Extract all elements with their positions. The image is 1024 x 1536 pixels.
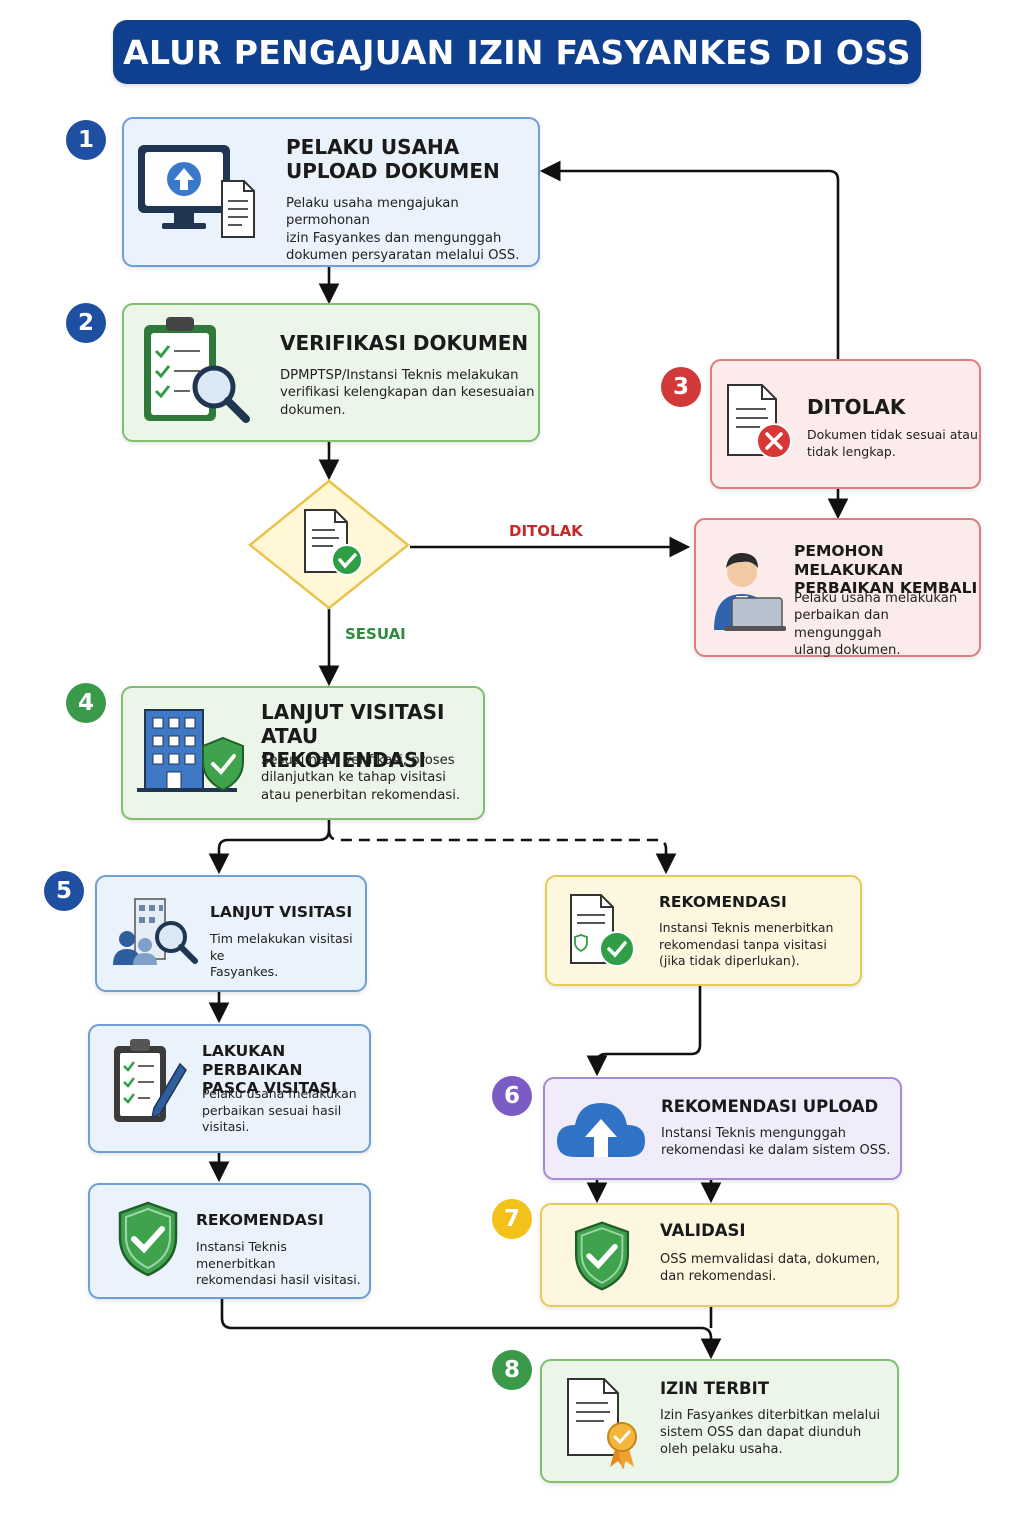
step-4-heading: LANJUT VISITASI ATAU REKOMENDASI (261, 700, 445, 772)
arrow-3-loop-to-1 (539, 160, 840, 359)
branch-4-to-rec-direct (327, 829, 677, 875)
title-banner: ALUR PENGAJUAN IZIN FASYANKES DI OSS (113, 20, 921, 84)
building-shield-icon (137, 709, 244, 792)
step-5-card: LANJUT VISITASI Tim melakukan visitasi k… (95, 875, 367, 992)
step-5-description: Tim melakukan visitasi ke Fasyankes. (210, 931, 353, 979)
step-8-card: IZIN TERBIT Izin Fasyankes diterbitkan m… (540, 1359, 899, 1483)
certificate-award-icon (567, 1378, 637, 1469)
rec-visit-heading: REKOMENDASI (196, 1211, 324, 1229)
repair-heading: PEMOHON MELAKUKAN PERBAIKAN KEMBALI (794, 542, 978, 598)
shield-check-icon (118, 1201, 178, 1277)
step-1-card: PELAKU USAHA UPLOAD DOKUMEN Pelaku usaha… (122, 117, 540, 267)
document-reject-icon (727, 384, 792, 459)
person-laptop-icon (714, 552, 786, 631)
step-4-card: LANJUT VISITASI ATAU REKOMENDASI Sesuai … (121, 686, 485, 820)
repair-description: Pelaku usaha melakukan perbaikan dan men… (794, 591, 958, 659)
step-5-badge: 5 (44, 871, 84, 911)
document-check-icon (304, 509, 363, 576)
cloud-upload-icon (557, 1103, 645, 1157)
step-1-badge: 1 (66, 120, 106, 160)
document-shield-check-icon (570, 894, 635, 967)
arrow-rec-visit-to-8 (220, 1297, 722, 1360)
step-6-description: Instansi Teknis mengunggah rekomendasi k… (661, 1126, 891, 1159)
step-3-heading: DITOLAK (807, 395, 906, 419)
step-1-heading: PELAKU USAHA UPLOAD DOKUMEN (286, 135, 500, 183)
computer-upload-icon (138, 145, 255, 238)
branch-4-to-5 (208, 818, 331, 875)
arrow-rec-direct-to-6 (586, 984, 702, 1077)
step-5-heading: LANJUT VISITASI (210, 903, 353, 921)
step-3-description: Dokumen tidak sesuai atau tidak lengkap. (807, 427, 978, 459)
post-visit-description: Pelaku usaha melakukan perbaikan sesuai … (202, 1086, 357, 1134)
step-7-card: VALIDASI OSS memvalidasi data, dokumen, … (540, 1203, 899, 1307)
step-6-heading: REKOMENDASI UPLOAD (661, 1097, 879, 1116)
clipboard-checklist-magnifier-icon (144, 317, 250, 423)
building-team-search-icon (113, 898, 198, 965)
step-8-description: Izin Fasyankes diterbitkan melalui siste… (660, 1408, 881, 1458)
rejected-label: DITOLAK (509, 522, 583, 540)
step-7-heading: VALIDASI (660, 1221, 746, 1240)
rec-visit-card: REKOMENDASI Instansi Teknis menerbitkan … (88, 1183, 371, 1299)
post-visit-card: LAKUKAN PERBAIKAN PASCA VISITASI Pelaku … (88, 1024, 371, 1153)
step-2-description: DPMPTSP/Instansi Teknis melakukan verifi… (280, 368, 535, 418)
step-8-badge: 8 (492, 1350, 532, 1390)
post-visit-heading: LAKUKAN PERBAIKAN PASCA VISITASI (202, 1042, 337, 1098)
step-6-badge: 6 (492, 1076, 532, 1116)
rec-visit-description: Instansi Teknis menerbitkan rekomendasi … (196, 1239, 361, 1287)
accepted-label: SESUAI (345, 625, 406, 643)
step-8-heading: IZIN TERBIT (660, 1379, 769, 1398)
shield-check-icon (574, 1221, 630, 1291)
page-title: ALUR PENGAJUAN IZIN FASYANKES DI OSS (123, 32, 911, 72)
rec-direct-card: REKOMENDASI Instansi Teknis menerbitkan … (545, 875, 862, 986)
rec-direct-heading: REKOMENDASI (659, 893, 787, 911)
repair-card: PEMOHON MELAKUKAN PERBAIKAN KEMBALI Pela… (694, 518, 981, 659)
step-3-card: DITOLAK Dokumen tidak sesuai atau tidak … (710, 359, 981, 489)
step-7-badge: 7 (492, 1199, 532, 1239)
step-7-description: OSS memvalidasi data, dokumen, dan rekom… (660, 1252, 880, 1285)
step-1-description: Pelaku usaha mengajukan permohonan izin … (286, 196, 520, 264)
step-2-badge: 2 (66, 303, 106, 343)
step-4-badge: 4 (66, 683, 106, 723)
step-4-description: Sesuai hasil verifikasi, proses dilanjut… (261, 753, 461, 803)
step-2-card: VERIFIKASI DOKUMEN DPMPTSP/Instansi Tekn… (122, 303, 540, 442)
rec-direct-description: Instansi Teknis menerbitkan rekomendasi … (659, 920, 834, 968)
step-6-card: REKOMENDASI UPLOAD Instansi Teknis mengu… (543, 1077, 902, 1180)
step-3-badge: 3 (661, 367, 701, 407)
step-2-heading: VERIFIKASI DOKUMEN (280, 331, 529, 355)
clipboard-pen-icon (114, 1039, 187, 1122)
